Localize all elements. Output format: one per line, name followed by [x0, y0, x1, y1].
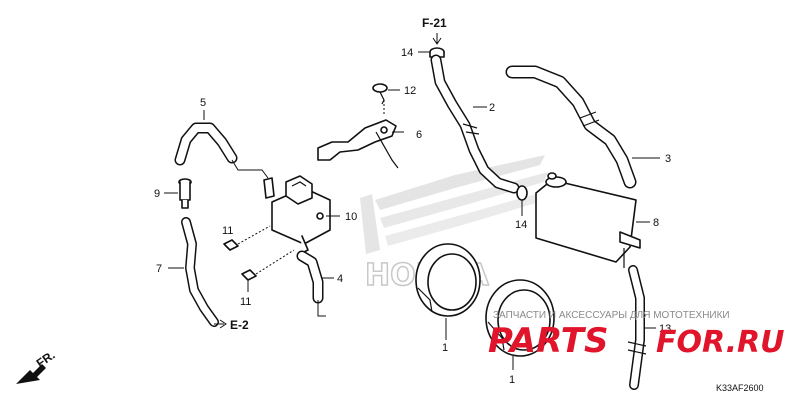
callout-12: 12	[404, 85, 416, 97]
callout-6: 6	[416, 129, 422, 141]
part-12-bolt	[372, 83, 388, 105]
callout-4: 4	[337, 273, 343, 285]
part-1-band-lower	[485, 279, 555, 357]
ref-e2: E-2	[230, 318, 249, 332]
watermark-caption: ЗАПЧАСТИ И АКСЕССУАРЫ ДЛЯ МОТОТЕХНИКИ	[493, 310, 730, 321]
callout-5: 5	[200, 97, 206, 109]
callout-14-top: 14	[401, 47, 413, 59]
callout-13: 13	[659, 323, 671, 335]
callout-14-lower: 14	[515, 219, 527, 231]
callout-7: 7	[156, 263, 162, 275]
part-11-bolt-upper	[223, 225, 271, 251]
watermark-logo-left: PARTS	[488, 321, 608, 361]
callout-9: 9	[154, 188, 160, 200]
part-6-bracket	[317, 119, 399, 169]
callout-2: 2	[489, 102, 495, 114]
front-direction-arrow	[16, 364, 46, 384]
callout-1-upper: 1	[442, 342, 448, 354]
part-8-canister	[535, 172, 641, 268]
watermark-logo-right: FOR.RU	[656, 325, 785, 360]
part-9-fitting	[178, 178, 192, 209]
ref-f21: F-21	[422, 16, 447, 30]
callout-11-upper: 11	[222, 225, 233, 237]
callout-3: 3	[665, 153, 671, 165]
callout-1-lower: 1	[509, 374, 515, 386]
part-11-bolt-lower	[241, 249, 295, 281]
front-marker: FR.	[34, 348, 58, 371]
callout-11-lower: 11	[240, 296, 251, 308]
part-code: K33AF2600	[716, 383, 764, 393]
part-14-clamp-lower	[516, 185, 528, 201]
callout-10: 10	[345, 211, 357, 223]
callout-8: 8	[653, 217, 659, 229]
part-10-valve	[263, 175, 331, 255]
part-1-band-upper	[415, 243, 481, 317]
